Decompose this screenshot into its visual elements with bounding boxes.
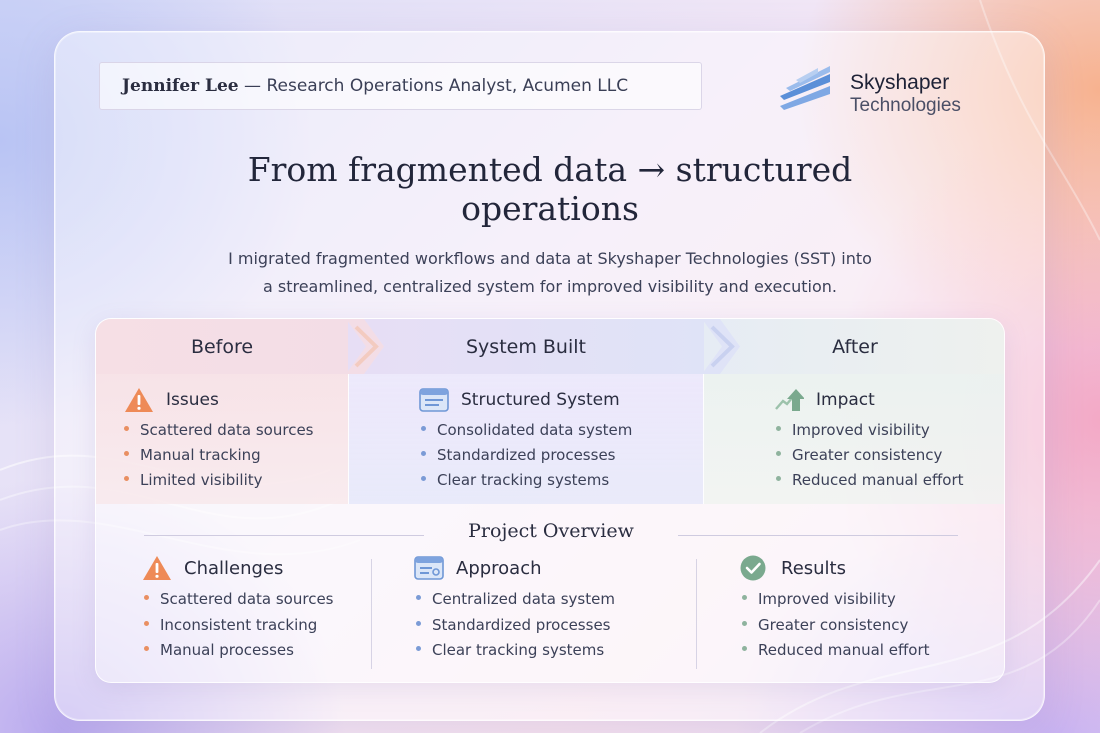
stage-before-title: Issues — [124, 387, 219, 413]
summary-line1: I migrated fragmented workflows and data… — [228, 249, 872, 268]
list-item: Reduced manual effort — [742, 641, 930, 659]
list-item: Reduced manual effort — [776, 471, 964, 489]
stage-system: Structured System Consolidated data syst… — [348, 374, 704, 504]
window-icon — [414, 556, 444, 580]
stage-header-before: Before — [96, 319, 348, 374]
stage-system-title-text: Structured System — [461, 390, 620, 410]
divider — [696, 559, 697, 669]
list-item: Consolidated data system — [421, 421, 632, 439]
list-item: Improved visibility — [742, 590, 896, 608]
list-item: Greater consistency — [742, 616, 908, 634]
stage-header-before-label: Before — [190, 335, 254, 358]
logo-subname: Technologies — [850, 95, 961, 116]
stage-header-system: System Built — [348, 319, 704, 374]
window-icon — [419, 388, 449, 412]
overview-challenges-title-text: Challenges — [184, 557, 284, 579]
summary-text: I migrated fragmented workflows and data… — [170, 245, 930, 301]
logo-name: Skyshaper — [850, 71, 950, 94]
stage-after-title: Impact — [774, 387, 875, 413]
page-title-line1: From fragmented data → structured — [247, 150, 853, 189]
stage-before-title-text: Issues — [166, 390, 219, 410]
overview-results-title-text: Results — [781, 557, 846, 579]
chevron-right-icon — [702, 319, 740, 374]
stage-system-title: Structured System — [419, 387, 620, 413]
overview-challenges-title: Challenges — [142, 555, 283, 581]
divider — [371, 559, 372, 669]
stage-header-after: After — [704, 319, 1004, 374]
stage-header-after-label: After — [832, 335, 878, 358]
overview-results-title: Results — [739, 555, 846, 581]
list-item: Improved visibility — [776, 421, 930, 439]
stage-after-title-text: Impact — [816, 390, 875, 410]
divider — [678, 535, 958, 536]
author-name: Jennifer Lee — [122, 76, 239, 96]
page-title: From fragmented data → structured operat… — [150, 150, 950, 228]
list-item: Manual processes — [144, 641, 294, 659]
stage-before: Issues Scattered data sources Manual tra… — [96, 374, 348, 504]
author-banner: Jennifer Lee — Research Operations Analy… — [99, 62, 702, 110]
overview-approach-title-text: Approach — [456, 557, 542, 579]
divider — [144, 535, 424, 536]
list-item: Scattered data sources — [144, 590, 334, 608]
warning-icon — [143, 556, 171, 580]
list-item: Scattered data sources — [124, 421, 314, 439]
list-item: Limited visibility — [124, 471, 263, 489]
chevron-right-icon — [346, 319, 384, 374]
list-item: Standardized processes — [416, 616, 610, 634]
stage-after: Impact Improved visibility Greater consi… — [704, 374, 1004, 504]
page-title-line2: operations — [461, 189, 639, 228]
summary-line2: a streamlined, centralized system for im… — [262, 277, 837, 296]
list-item: Clear tracking systems — [416, 641, 604, 659]
overview-approach-title: Approach — [414, 555, 542, 581]
list-item: Centralized data system — [416, 590, 615, 608]
list-item: Standardized processes — [421, 446, 615, 464]
author-role: — Research Operations Analyst, Acumen LL… — [244, 76, 629, 96]
warning-icon — [125, 388, 153, 412]
stage-header-system-label: System Built — [466, 335, 586, 358]
overview-title: Project Overview — [468, 520, 634, 542]
company-logo: Skyshaper Technologies — [778, 66, 978, 118]
growth-arrow-icon — [775, 389, 804, 411]
list-item: Manual tracking — [124, 446, 261, 464]
list-item: Clear tracking systems — [421, 471, 609, 489]
transformation-panel: Before System Built After Issues Scatter… — [95, 318, 1005, 683]
list-item: Greater consistency — [776, 446, 942, 464]
skyshaper-logo-icon — [780, 66, 830, 110]
list-item: Inconsistent tracking — [144, 616, 317, 634]
check-circle-icon — [740, 555, 766, 581]
